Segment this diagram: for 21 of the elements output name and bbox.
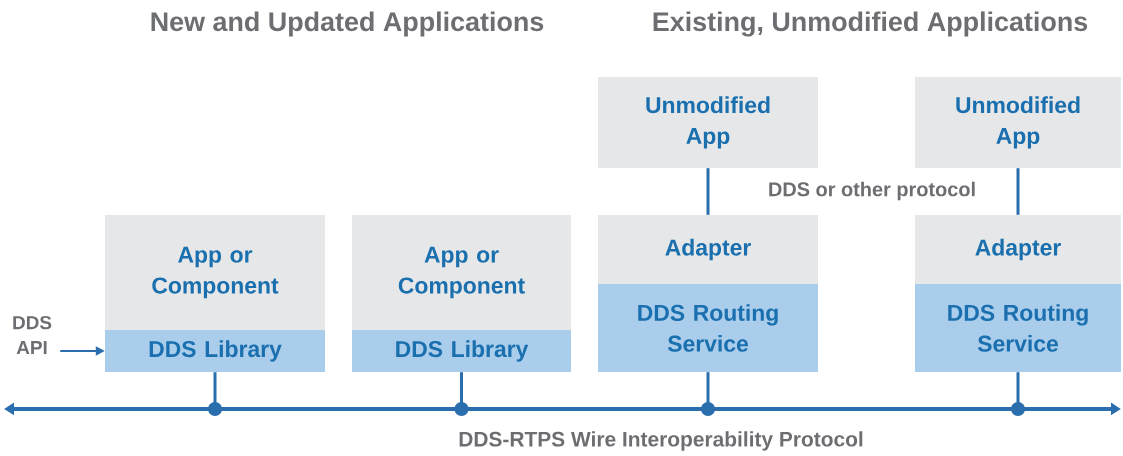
bus-caption: DDS-RTPS Wire Interoperability Protocol bbox=[459, 431, 863, 451]
heading: New and Updated Applications bbox=[151, 11, 544, 37]
protocol-label: DDS or other protocol bbox=[769, 181, 975, 201]
app-box: Unmodified App bbox=[915, 77, 1121, 168]
connector bbox=[706, 168, 710, 215]
library-box: DDS Library bbox=[352, 330, 571, 372]
app-box: Adapter bbox=[598, 215, 818, 284]
library-box: DDS Routing Service bbox=[598, 284, 818, 372]
library-box: DDS Routing Service bbox=[915, 284, 1121, 372]
api-label: DDS API bbox=[13, 315, 52, 355]
heading: Existing, Unmodified Applications bbox=[653, 11, 1088, 37]
app-box: Adapter bbox=[915, 215, 1121, 284]
connector bbox=[1016, 168, 1020, 215]
app-box: Unmodified App bbox=[598, 77, 818, 168]
app-box: App or Component bbox=[105, 215, 325, 330]
connector bbox=[208, 372, 222, 416]
connector bbox=[701, 372, 715, 416]
connector bbox=[1011, 372, 1025, 416]
app-box: App or Component bbox=[352, 215, 571, 330]
library-box: DDS Library bbox=[105, 330, 325, 372]
connector bbox=[454, 372, 469, 416]
